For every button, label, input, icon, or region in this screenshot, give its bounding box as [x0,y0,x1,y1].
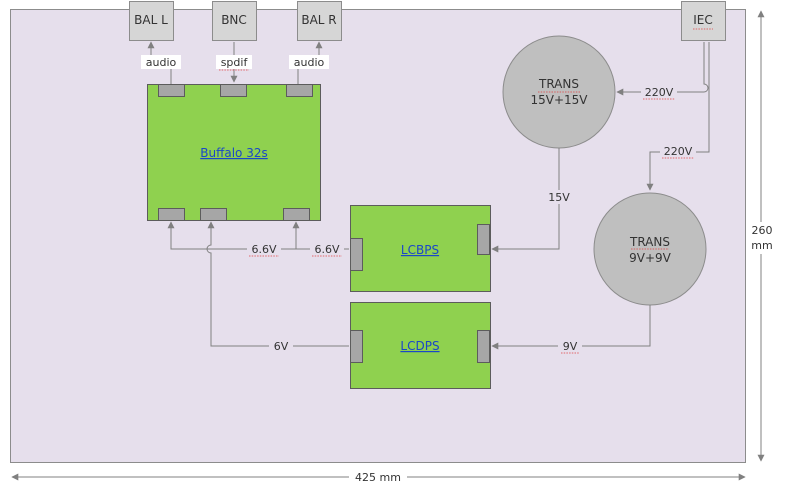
buffalo-connector-power-mid [200,208,227,221]
buffalo-board-label: Buffalo 32s [200,146,267,160]
spdif-label-bg [216,55,252,69]
mains-lower-label: 220V [664,145,693,158]
lcdps-connector-left [350,330,363,363]
buffalo-connector-spdif [220,84,247,97]
v15-label-bg [544,190,574,204]
v9-wire [491,305,651,350]
iec-jack-label: IEC [693,13,713,27]
audio-left-label-bg [141,55,181,69]
audio-left-label: audio [146,56,177,69]
lcbps-connector-left [350,238,363,271]
v9-label: 9V [563,340,578,353]
bal-l-jack [129,1,174,41]
height-dimension-unit: mm [751,239,772,252]
v6-label-bg [269,339,293,353]
transformer-9v-line1: TRANS [629,235,670,249]
transformer-15v [502,35,616,149]
width-dimension-label-bg [349,469,407,485]
audio-right-label-bg [289,55,329,69]
buffalo-connector-audio-right [286,84,313,97]
bnc-jack-label: BNC [221,13,247,27]
mains-top-label-bg [641,85,677,99]
lcdps-connector-right [477,330,490,363]
v66-left-label: 6.6V [251,243,276,256]
bal-r-jack-label: BAL R [301,13,336,27]
bal-l-jack-label: BAL L [134,13,168,27]
height-dimension-label-bg [749,222,777,254]
transformer-15v-line2: 15V+15V [530,93,588,107]
lcbps-board-label: LCBPS [401,243,439,257]
spdif-label: spdif [221,56,249,69]
lcdps-board-label: LCDPS [400,339,439,353]
iec-jack [681,1,726,41]
transformer-15v-line1: TRANS [538,77,579,91]
buffalo-board [147,84,321,221]
bal-r-jack [297,1,342,41]
v66-left-label-bg [247,242,281,256]
width-dimension-label: 425 mm [355,471,401,484]
buffalo-connector-audio-left [158,84,185,97]
v6-label: 6V [274,340,289,353]
audio-right-label: audio [294,56,325,69]
v66-wire [167,221,349,250]
mains-top-label: 220V [645,86,674,99]
height-dimension-value: 260 [752,224,773,237]
v9-label-bg [558,339,582,353]
buffalo-connector-power-left [158,208,185,221]
transformer-9v-line2: 9V+9V [629,251,672,265]
buffalo-connector-power-right [283,208,310,221]
mains-lower-label-bg [660,144,696,158]
lcbps-connector-right [477,224,490,255]
lcbps-board [350,205,491,292]
lcdps-board [350,302,491,389]
v66-right-label-bg [310,242,344,256]
v66-right-label: 6.6V [314,243,339,256]
v6-wire [206,221,349,347]
mains-wire-trans-15v [616,42,709,96]
v15-wire [491,148,560,253]
bnc-jack [212,1,257,41]
v15-label: 15V [548,191,570,204]
